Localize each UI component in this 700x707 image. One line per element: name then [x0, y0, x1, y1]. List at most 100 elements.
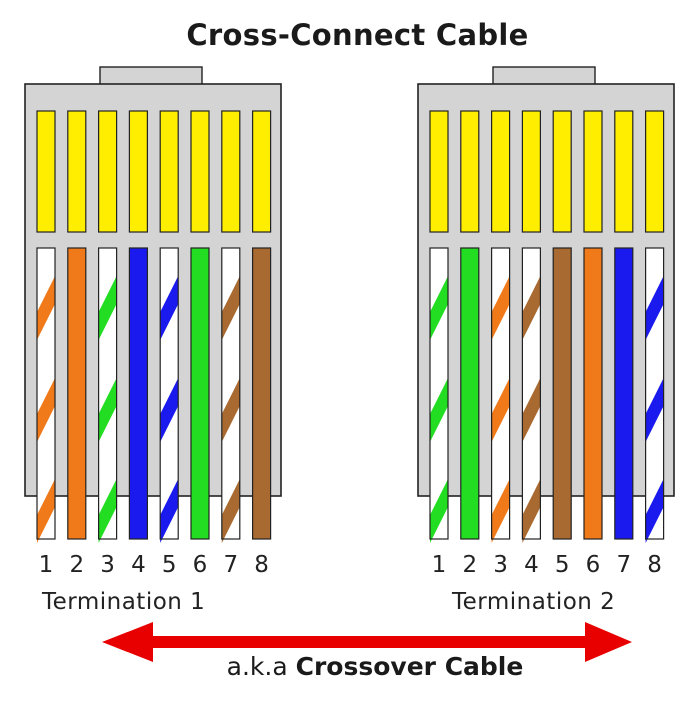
- wire-stripe: [522, 479, 541, 543]
- pin-2-wire: [460, 247, 480, 540]
- wire-stripe: [160, 479, 179, 543]
- pin-1-contact: [429, 110, 449, 233]
- pin-7-contact: [221, 110, 241, 233]
- pin-8-contact: [252, 110, 272, 233]
- wire-stripe: [160, 378, 179, 442]
- wire-stripe: [430, 479, 448, 543]
- wire-stripe: [37, 479, 55, 543]
- pin-4-contact: [128, 110, 148, 233]
- wire-stripe: [491, 276, 510, 340]
- wire-outline: [491, 247, 511, 540]
- termination-label: Termination 2: [451, 589, 615, 615]
- pin-number: 6: [586, 552, 601, 578]
- wire-stripe: [98, 479, 117, 543]
- pin-5-contact: [159, 110, 179, 233]
- pin-number: 5: [162, 552, 177, 578]
- pin-8-wire: [252, 247, 272, 540]
- pin-3-contact: [97, 110, 118, 233]
- wire-outline: [159, 247, 179, 540]
- pin-number: 8: [254, 552, 269, 578]
- wire-stripe: [430, 276, 448, 340]
- pin-2-wire: [67, 247, 87, 540]
- pin-6-contact: [190, 110, 210, 233]
- plug-body: [417, 83, 675, 497]
- wire-stripe: [37, 276, 55, 340]
- wire-solid: [67, 247, 87, 540]
- wire-solid: [252, 247, 272, 540]
- pin-number: 2: [69, 552, 84, 578]
- pin-2-contact: [67, 110, 87, 233]
- wire-stripe: [430, 378, 448, 442]
- wire-stripe: [645, 276, 664, 340]
- pin-1-wire: [429, 247, 449, 543]
- wire-outline: [429, 247, 449, 540]
- wire-stripe: [37, 378, 55, 442]
- crossover-caption-bold: Crossover Cable: [295, 652, 524, 681]
- wire-stripe: [645, 479, 664, 543]
- wire-solid: [190, 247, 210, 540]
- pin-4-wire: [128, 247, 148, 540]
- pin-6-wire: [190, 247, 210, 540]
- wire-stripe: [221, 276, 240, 340]
- pin-5-contact: [552, 110, 572, 233]
- wire-outline: [36, 247, 56, 540]
- wire-stripe: [491, 479, 510, 543]
- plug-latch-tab: [492, 66, 596, 86]
- wire-solid: [460, 247, 480, 540]
- wire-solid: [128, 247, 148, 540]
- pin-5-wire: [159, 247, 179, 543]
- double-arrow-icon: [102, 622, 632, 662]
- crossover-caption-prefix: a.k.a: [226, 652, 296, 681]
- wire-stripe: [491, 378, 510, 442]
- pin-1-wire: [36, 247, 56, 543]
- pin-number: 6: [193, 552, 208, 578]
- pin-8-wire: [644, 247, 665, 543]
- wire-stripe: [160, 276, 179, 340]
- pin-number: 1: [432, 552, 447, 578]
- pin-3-wire: [97, 247, 118, 543]
- wire-stripe: [221, 479, 240, 543]
- pin-1-contact: [36, 110, 56, 233]
- pin-4-wire: [521, 247, 542, 543]
- wire-outline: [97, 247, 118, 540]
- plug-latch-tab: [99, 66, 203, 86]
- termination-label: Termination 1: [41, 589, 205, 615]
- pin-7-wire: [614, 247, 634, 540]
- wire-outline: [644, 247, 665, 540]
- pin-number: 7: [616, 552, 631, 578]
- pin-number: 8: [647, 552, 662, 578]
- pin-number: 1: [39, 552, 54, 578]
- pin-8-contact: [644, 110, 665, 233]
- pin-3-contact: [491, 110, 511, 233]
- pin-7-wire: [221, 247, 241, 543]
- pin-6-contact: [583, 110, 603, 233]
- wire-stripe: [645, 378, 664, 442]
- wire-stripe: [522, 276, 541, 340]
- wire-solid: [614, 247, 634, 540]
- wire-stripe: [98, 276, 117, 340]
- wire-outline: [521, 247, 542, 540]
- diagram-title: Cross-Connect Cable: [186, 18, 529, 52]
- pin-number: 3: [100, 552, 115, 578]
- wire-outline: [221, 247, 241, 540]
- crossover-caption: a.k.a Crossover Cable: [0, 652, 700, 681]
- pin-3-wire: [491, 247, 511, 543]
- wire-stripe: [522, 378, 541, 442]
- wire-solid: [552, 247, 572, 540]
- pin-7-contact: [614, 110, 634, 233]
- arrow-shape: [102, 622, 632, 662]
- wire-stripe: [98, 378, 117, 442]
- pin-number: 4: [524, 552, 539, 578]
- pin-number: 7: [223, 552, 238, 578]
- pin-number: 5: [555, 552, 570, 578]
- plug-body: [24, 83, 282, 497]
- pin-6-wire: [583, 247, 603, 540]
- pin-2-contact: [460, 110, 480, 233]
- pin-5-wire: [552, 247, 572, 540]
- wire-stripe: [221, 378, 240, 442]
- pin-number: 2: [462, 552, 477, 578]
- pin-number: 4: [131, 552, 146, 578]
